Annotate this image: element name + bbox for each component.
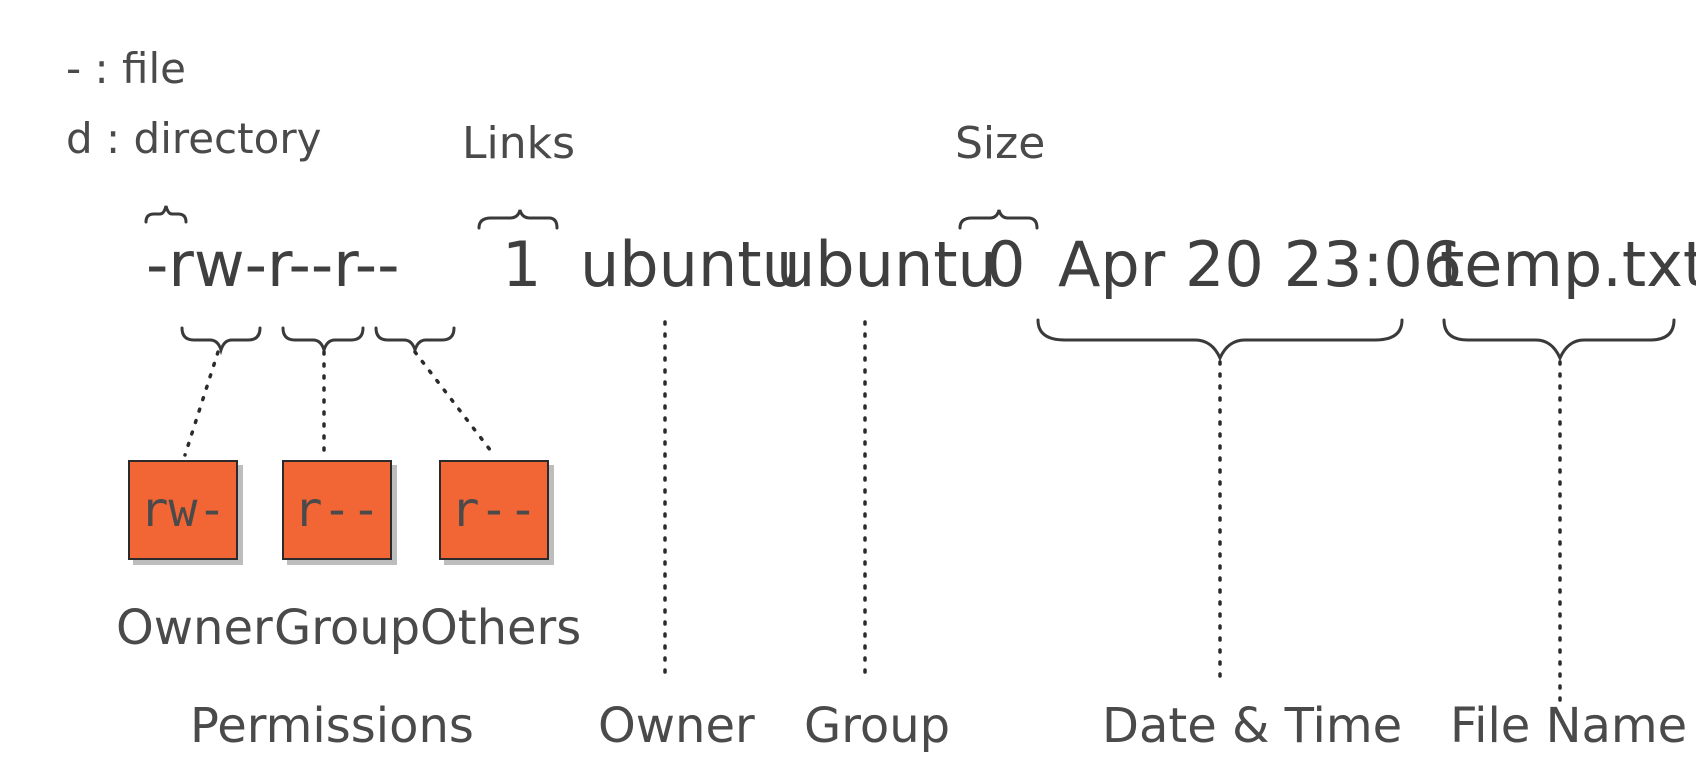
owner-name: ubuntu [580,228,801,301]
permissions-label: Permissions [190,698,474,754]
owner-permission-box: rw- [128,460,238,560]
owner-column-label: Owner [598,698,755,754]
filename-brace [1442,318,1676,362]
links-brace [477,209,559,230]
owner-bits-connector [183,350,220,457]
legend-directory-symbol: d [66,114,93,163]
legend-directory-row: d : directory [66,118,321,160]
legend-file-meaning: file [122,44,186,93]
legend-file-row: - : file [66,48,186,90]
owner-permission-label: Owner [116,600,273,656]
size-brace [958,209,1039,230]
group-column-label: Group [804,698,951,754]
links-heading: Links [462,118,576,169]
others-bits-connector [413,350,496,457]
datetime-brace [1036,318,1404,362]
legend-file-symbol: - [66,44,82,93]
group-bits-brace [281,326,365,356]
file-name: temp.txt [1440,228,1696,301]
group-permission-label: Group [274,600,421,656]
group-name: ubuntu [776,228,997,301]
permissions-string: -rw-r--r-- [146,228,400,301]
file-size: 0 [986,228,1026,301]
others-bits-brace [374,326,456,356]
owner-bits-brace [180,326,262,356]
legend-separator: : [94,44,123,93]
modified-datetime: Apr 20 23:06 [1058,228,1463,301]
legend-directory-meaning: directory [133,114,322,163]
size-heading: Size [955,118,1046,169]
group-permission-box: r-- [282,460,392,560]
legend-separator: : [106,114,134,163]
type-char-brace [144,205,188,224]
filename-label: File Name [1450,698,1688,754]
links-count: 1 [502,228,542,301]
others-permission-label: Others [420,600,582,656]
others-permission-box: r-- [439,460,549,560]
datetime-label: Date & Time [1102,698,1403,754]
